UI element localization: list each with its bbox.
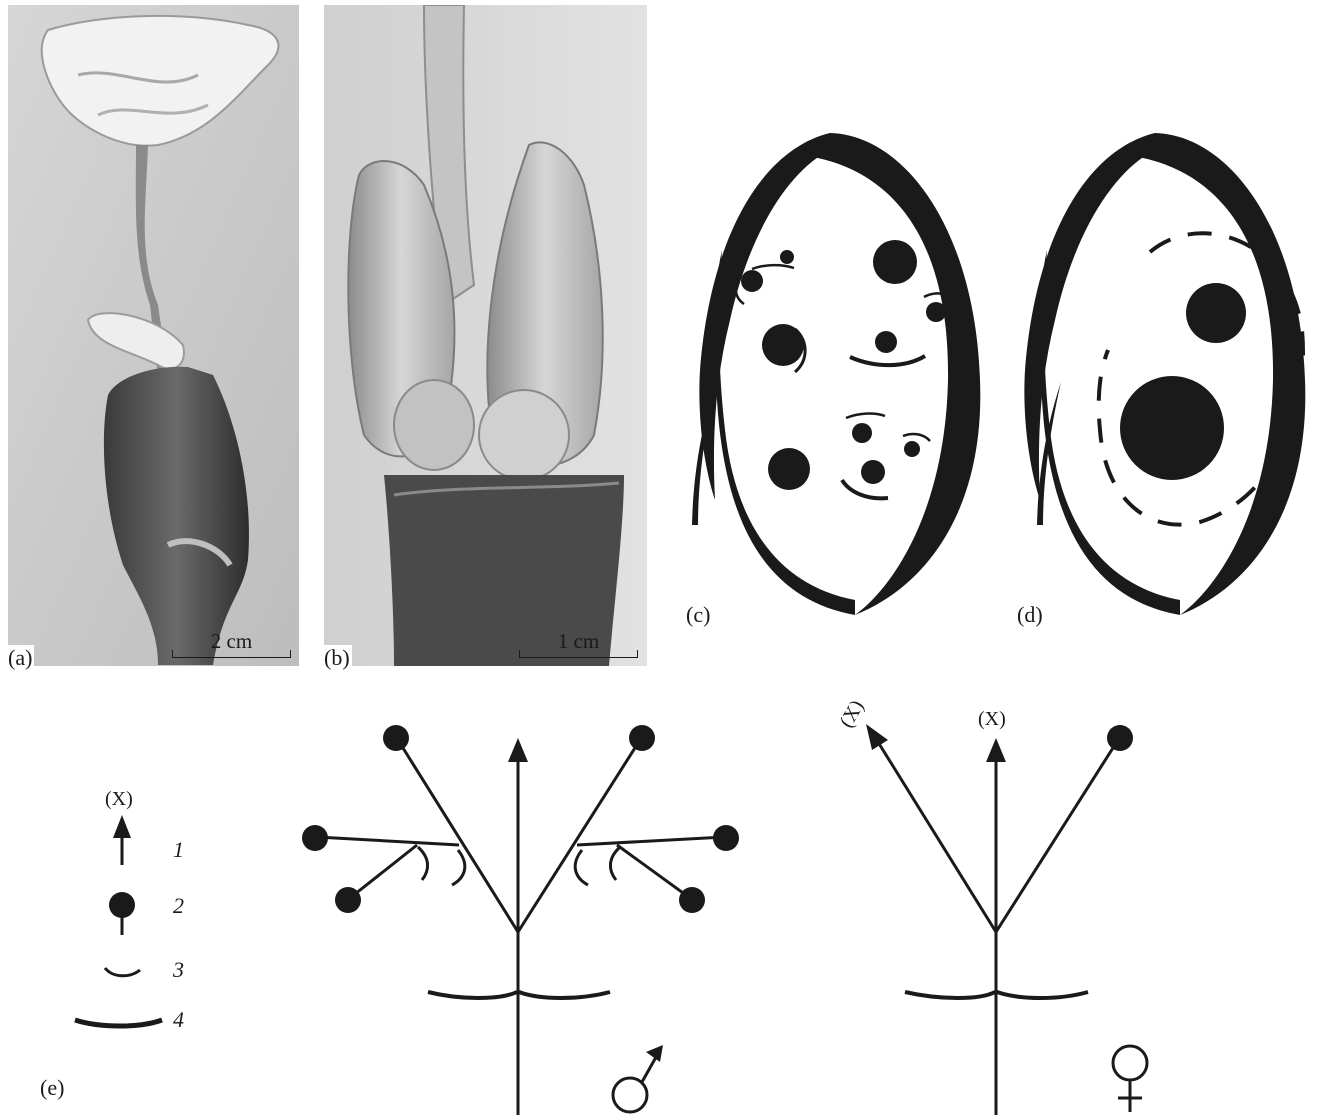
panel-c-label: (c)	[686, 603, 710, 627]
stamen-dot	[302, 825, 328, 851]
legend-num-2: 2	[173, 894, 184, 918]
outer-bract-c	[800, 133, 980, 615]
arrow-head	[113, 815, 131, 838]
stamen-dot	[679, 887, 705, 913]
stamen-dot	[861, 460, 885, 484]
main-axis-arrowhead	[986, 738, 1006, 762]
stamen-dot	[335, 887, 361, 913]
legend-num-3: 3	[173, 958, 184, 982]
branch-left	[398, 740, 518, 932]
large-bract-arc-icon	[75, 1020, 162, 1026]
branch-left-arrowhead	[866, 724, 888, 750]
branch-left-sub	[350, 845, 417, 898]
stamen-dot	[926, 302, 946, 322]
small-bract-arc	[903, 434, 930, 441]
stamen-dot	[904, 441, 920, 457]
stamen-dot	[383, 725, 409, 751]
panel-e-label: (e)	[40, 1076, 64, 1100]
male-diagram	[317, 738, 725, 1115]
stamen-dot	[875, 331, 897, 353]
branch-right-sub	[617, 845, 690, 898]
legend-arrow-caption: (X)	[105, 788, 133, 810]
stamen-dot	[713, 825, 739, 851]
ovary-dot	[1186, 283, 1246, 343]
stamen-dot	[1107, 725, 1133, 751]
floral-diagram-d	[1024, 133, 1305, 615]
stamen-dot-icon	[109, 892, 135, 918]
large-bract-arc	[519, 992, 610, 998]
stamen-dot	[741, 270, 763, 292]
small-bract-arc	[846, 414, 885, 418]
female-axis-label-center: (X)	[978, 708, 1006, 730]
large-bract-arc	[905, 992, 995, 998]
branch-left	[878, 742, 996, 932]
small-bract-arc	[610, 847, 620, 880]
branch-left-side	[317, 837, 459, 845]
stamen-dot	[629, 725, 655, 751]
legend-num-1: 1	[173, 838, 184, 862]
stamen-dot	[873, 240, 917, 284]
legend-num-4: 4	[173, 1008, 184, 1032]
small-bract-arc-icon	[105, 968, 140, 976]
large-bract-arc	[842, 480, 888, 498]
branch-right	[996, 740, 1118, 932]
outer-bract-d	[1125, 133, 1305, 615]
main-axis-arrowhead	[508, 738, 528, 762]
branch-right	[518, 740, 640, 932]
large-bract-arc	[428, 992, 517, 998]
small-bract-arc	[452, 850, 465, 885]
legend	[75, 815, 162, 1026]
floral-diagram-c	[692, 133, 980, 615]
female-symbol-icon	[1113, 1046, 1147, 1080]
branch-right-side	[577, 837, 725, 845]
large-bract-arc	[850, 356, 925, 365]
female-diagram	[866, 724, 1147, 1115]
lower-bract-c	[715, 250, 855, 615]
stamen-dot	[852, 423, 872, 443]
ovary-dot	[1120, 376, 1224, 480]
small-bract-arc	[752, 265, 794, 269]
small-bract-arc	[418, 847, 428, 880]
stamen-dot	[780, 250, 794, 264]
panel-d-label: (d)	[1017, 603, 1043, 627]
large-bract-arc	[997, 992, 1088, 998]
male-symbol-icon	[613, 1078, 647, 1112]
stamen-dot	[768, 448, 810, 490]
small-bract-arc	[575, 850, 588, 885]
